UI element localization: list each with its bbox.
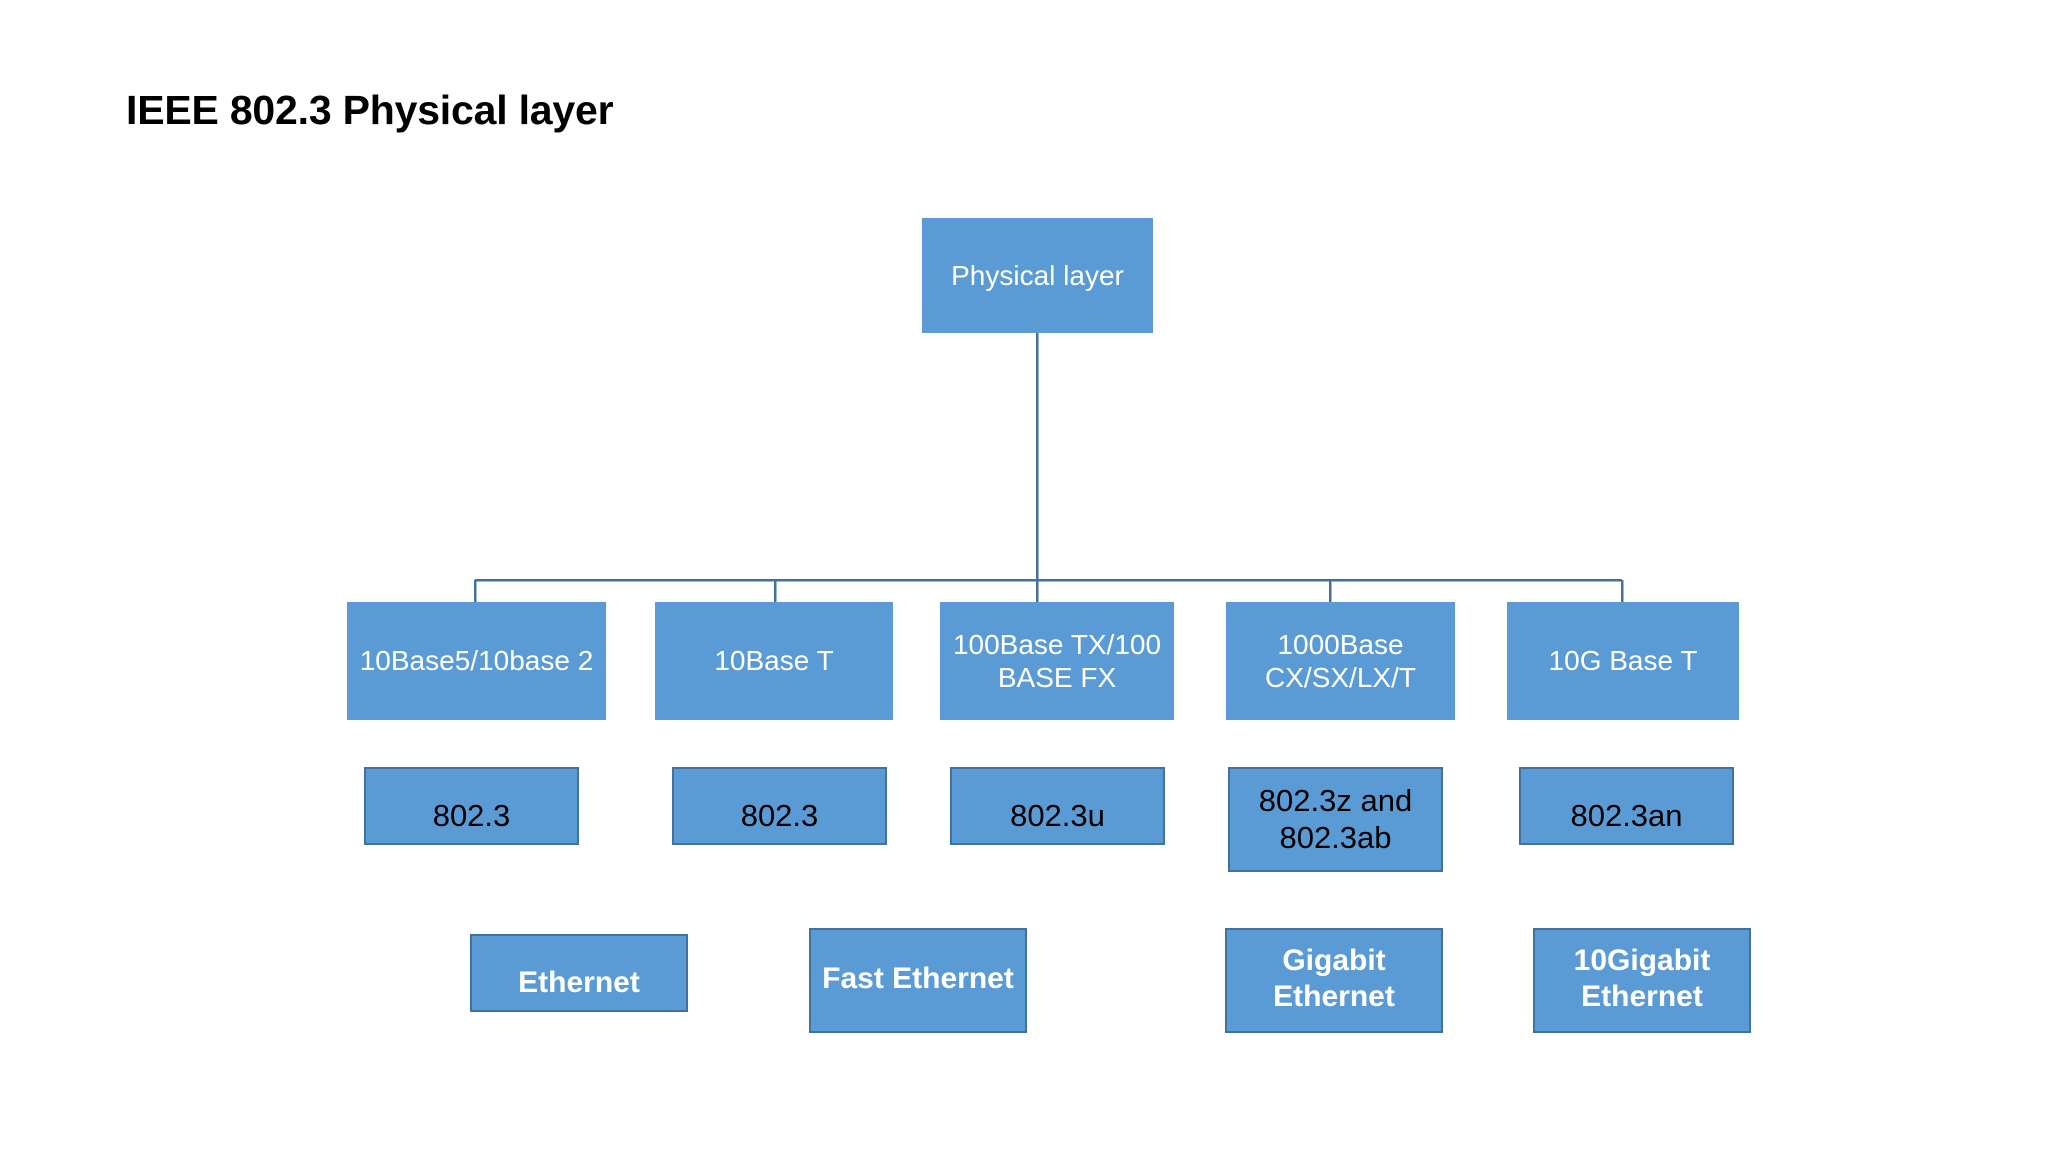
node-label: 100Base TX/100 BASE FX: [952, 628, 1162, 693]
node-standard-802-3-b[interactable]: 802.3: [672, 767, 887, 845]
node-label: 10Base5/10base 2: [359, 645, 594, 677]
node-generation-ethernet[interactable]: Ethernet: [470, 934, 688, 1012]
node-label: 802.3z and 802.3ab: [1258, 782, 1413, 855]
node-label: Gigabit Ethernet: [1273, 944, 1395, 1013]
node-generation-10gigabit-ethernet[interactable]: 10Gigabit Ethernet: [1533, 928, 1751, 1033]
node-media-10g-base-t[interactable]: 10G Base T: [1507, 602, 1739, 720]
node-media-100base-tx-fx[interactable]: 100Base TX/100 BASE FX: [940, 602, 1174, 720]
node-label: Physical layer: [951, 259, 1124, 291]
node-generation-fast-ethernet[interactable]: Fast Ethernet: [809, 928, 1027, 1033]
node-standard-802-3u[interactable]: 802.3u: [950, 767, 1165, 845]
node-media-10base5-10base2[interactable]: 10Base5/10base 2: [347, 602, 606, 720]
node-label: 802.3u: [1010, 798, 1105, 834]
node-label: Fast Ethernet: [822, 961, 1014, 995]
node-label: 802.3: [432, 798, 511, 834]
node-label: 10Gigabit Ethernet: [1573, 944, 1711, 1013]
node-physical-layer[interactable]: Physical layer: [922, 218, 1153, 333]
node-label: 10Base T: [714, 645, 834, 677]
page-title: IEEE 802.3 Physical layer: [126, 87, 614, 133]
node-label: 802.3: [740, 798, 819, 834]
node-standard-802-3-a[interactable]: 802.3: [364, 767, 579, 845]
node-standard-802-3an[interactable]: 802.3an: [1519, 767, 1734, 845]
node-media-10base-t[interactable]: 10Base T: [655, 602, 893, 720]
node-generation-gigabit-ethernet[interactable]: Gigabit Ethernet: [1225, 928, 1443, 1033]
node-standard-802-3z-802-3ab[interactable]: 802.3z and 802.3ab: [1228, 767, 1443, 872]
node-label: Ethernet: [518, 965, 640, 999]
node-media-1000base-cx-sx-lx-t[interactable]: 1000Base CX/SX/LX/T: [1226, 602, 1455, 720]
node-label: 802.3an: [1570, 798, 1683, 834]
node-label: 1000Base CX/SX/LX/T: [1265, 628, 1416, 693]
node-label: 10G Base T: [1548, 645, 1698, 677]
